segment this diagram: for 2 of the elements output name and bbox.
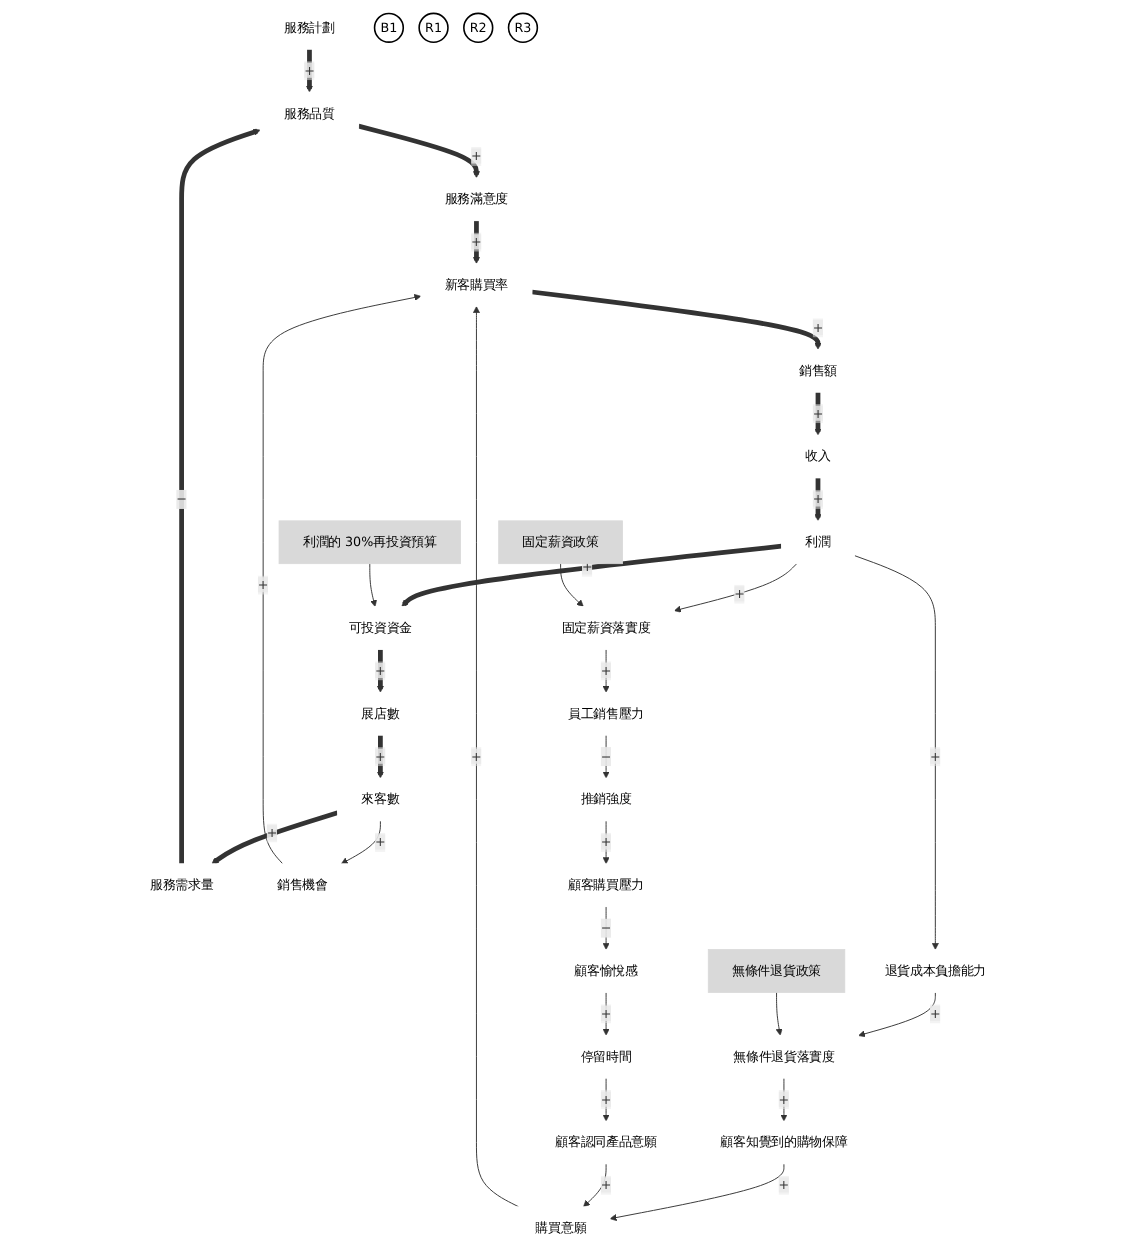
arrow — [179, 128, 261, 864]
arrow — [211, 810, 339, 865]
